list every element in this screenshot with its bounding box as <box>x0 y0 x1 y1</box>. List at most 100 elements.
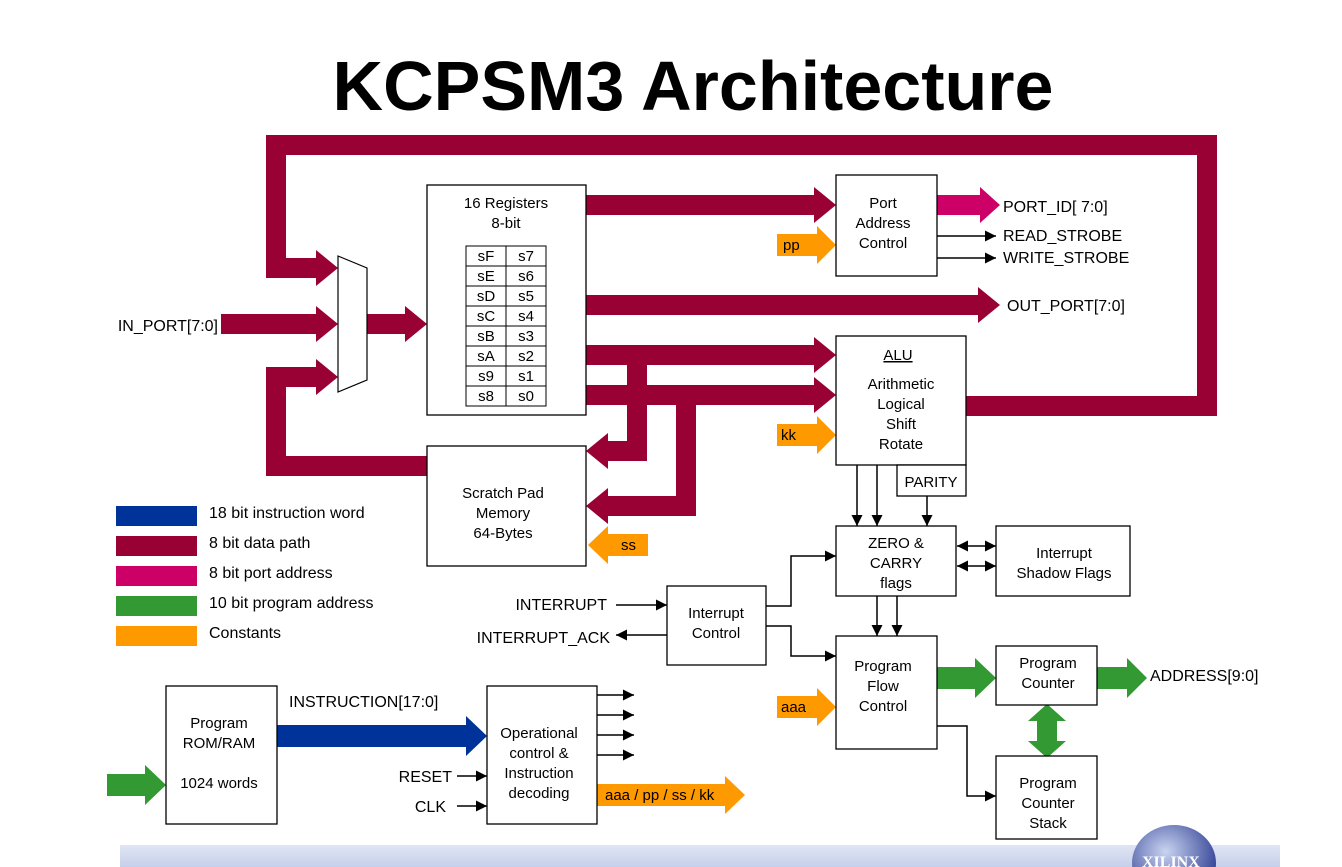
register-s3: s3 <box>518 328 534 345</box>
alu-line2: Logical <box>877 396 925 413</box>
legend-label: 8 bit port address <box>209 565 333 582</box>
clk-label: CLK <box>415 799 446 816</box>
legend-swatch <box>116 596 197 616</box>
port-address-line2: Address <box>855 215 910 232</box>
logo-text: XILINX <box>1142 854 1200 867</box>
program-counter-line1: Program <box>1019 655 1077 672</box>
program-flow-line1: Program <box>854 658 912 675</box>
program-rom-size: 1024 words <box>180 775 258 792</box>
port-address-line3: Control <box>859 235 907 252</box>
program-flow-line2: Flow <box>867 678 899 695</box>
interrupt-shadow-line2: Shadow Flags <box>1016 565 1111 582</box>
address-label: ADDRESS[9:0] <box>1150 668 1258 685</box>
register-sB: sB <box>477 328 495 345</box>
port-id-bus <box>937 187 1000 223</box>
registers-subtitle: 8-bit <box>491 215 521 232</box>
program-rom-block <box>165 685 278 825</box>
register-s5: s5 <box>518 288 534 305</box>
register-table <box>465 245 547 407</box>
ss-constant-label: ss <box>621 537 636 554</box>
op-control-line3: Instruction <box>504 765 573 782</box>
port-address-control-block <box>835 174 938 277</box>
interrupt-label: INTERRUPT <box>515 597 607 614</box>
legend-swatch <box>116 536 197 556</box>
program-counter-line2: Counter <box>1021 675 1074 692</box>
register-s0: s0 <box>518 388 534 405</box>
zero-carry-block <box>835 525 957 597</box>
legend-swatch <box>116 566 197 586</box>
alu-block <box>835 335 967 466</box>
write-strobe-label: WRITE_STROBE <box>1003 250 1129 267</box>
scratch-pad-line3: 64-Bytes <box>473 525 532 542</box>
interrupt-shadow-block <box>995 525 1131 597</box>
register-s9: s9 <box>478 368 494 385</box>
registers-title: 16 Registers <box>464 195 548 212</box>
register-s6: s6 <box>518 268 534 285</box>
footer-bar <box>120 845 1280 867</box>
in-port-label: IN_PORT[7:0] <box>118 318 218 335</box>
scratch-pad-line2: Memory <box>476 505 531 522</box>
constant-arrows <box>588 226 836 814</box>
register-sC: sC <box>477 308 496 325</box>
alu-line1: Arithmetic <box>868 376 935 393</box>
zero-carry-line3: flags <box>880 575 912 592</box>
legend-label: Constants <box>209 625 281 642</box>
zero-carry-line2: CARRY <box>870 555 922 572</box>
program-flow-block <box>835 635 938 750</box>
register-s2: s2 <box>518 348 534 365</box>
op-control-line1: Operational <box>500 725 578 742</box>
data-path-bus <box>221 135 1217 524</box>
pc-stack-line3: Stack <box>1029 815 1067 832</box>
interrupt-control-line1: Interrupt <box>688 605 745 622</box>
program-rom-line1: Program <box>190 715 248 732</box>
program-rom-line2: ROM/RAM <box>183 735 256 752</box>
aaa-constant-label: aaa <box>781 699 807 716</box>
out-port-label: OUT_PORT[7:0] <box>1007 298 1125 315</box>
xilinx-logo: XILINX <box>1132 825 1216 867</box>
alu-line3: Shift <box>886 416 917 433</box>
legend-label: 8 bit data path <box>209 535 310 552</box>
pc-stack-line1: Program <box>1019 775 1077 792</box>
interrupt-ack-label: INTERRUPT_ACK <box>477 630 611 647</box>
kk-constant-label: kk <box>781 427 797 444</box>
program-counter-block <box>995 645 1098 706</box>
zero-carry-line1: ZERO & <box>868 535 924 552</box>
op-control-line4: decoding <box>509 785 570 802</box>
alu-line4: Rotate <box>879 436 923 453</box>
read-strobe-label: READ_STROBE <box>1003 228 1122 245</box>
pc-stack-block <box>995 755 1098 840</box>
scratch-pad-block <box>426 445 587 567</box>
input-mux <box>337 255 368 393</box>
interrupt-shadow-line1: Interrupt <box>1036 545 1093 562</box>
legend-swatch <box>116 506 197 526</box>
register-sD: sD <box>477 288 496 305</box>
interrupt-control-line2: Control <box>692 625 740 642</box>
reset-label: RESET <box>399 769 453 786</box>
parity-box <box>896 464 967 497</box>
scratch-pad-line1: Scratch Pad <box>462 485 544 502</box>
register-sA: sA <box>477 348 495 365</box>
register-sE: sE <box>477 268 495 285</box>
register-s1: s1 <box>518 368 534 385</box>
register-s4: s4 <box>518 308 534 325</box>
op-control-line2: control & <box>509 745 568 762</box>
register-sF: sF <box>478 248 495 265</box>
register-s7: s7 <box>518 248 534 265</box>
all-constants-label: aaa / pp / ss / kk <box>605 787 715 804</box>
register-s8: s8 <box>478 388 494 405</box>
legend: 18 bit instruction word 8 bit data path 8 … <box>116 505 374 646</box>
control-signal-lines <box>457 230 996 812</box>
parity-label: PARITY <box>904 474 957 491</box>
page-title: KCPSM3 Architecture <box>332 47 1054 125</box>
program-flow-line3: Control <box>859 698 907 715</box>
pc-stack-line2: Counter <box>1021 795 1074 812</box>
program-address-bus <box>107 658 1147 805</box>
instruction-label: INSTRUCTION[17:0] <box>289 694 438 711</box>
register-cells: sF s7 sE s6 sD s5 sC s4 sB s3 sA s2 s9 s1 s8 s0 <box>477 248 534 405</box>
port-address-line1: Port <box>869 195 897 212</box>
legend-label: 18 bit instruction word <box>209 505 365 522</box>
legend-swatch <box>116 626 197 646</box>
port-id-label: PORT_ID[ 7:0] <box>1003 199 1108 216</box>
